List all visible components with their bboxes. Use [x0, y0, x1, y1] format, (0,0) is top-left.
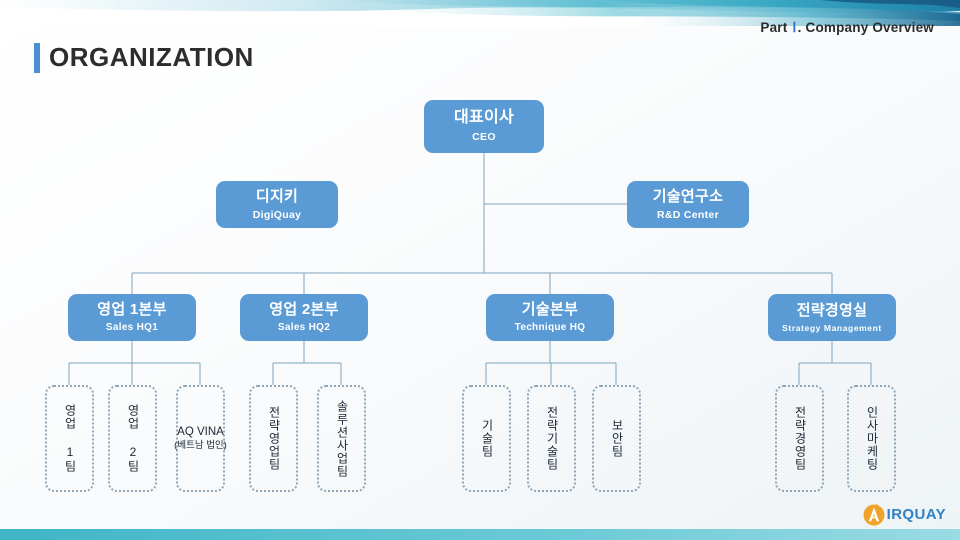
node-team-sales-1[interactable]: 영업 1팀 — [45, 385, 94, 492]
node-team-technique-label: 기술팀 — [480, 419, 495, 458]
node-team-strategic-management[interactable]: 전략경영팀 — [775, 385, 824, 492]
top-banner-decoration — [0, 0, 960, 26]
node-strategy-management-ko: 전략경영실 — [796, 302, 868, 320]
node-strategy-management[interactable]: 전략경영실 Strategy Management — [768, 294, 896, 341]
node-team-hr-marketing[interactable]: 인사마케팅 — [847, 385, 896, 492]
part-label-roman: Ⅰ — [792, 20, 797, 35]
node-rnd-center-ko: 기술연구소 — [652, 187, 724, 205]
airquay-logo-icon — [863, 504, 885, 526]
node-sales-hq1[interactable]: 영업 1본부 Sales HQ1 — [68, 294, 196, 341]
part-label: Part Ⅰ. Company Overview — [760, 20, 934, 36]
airquay-logo-text: IRQUAY — [886, 505, 946, 523]
node-sales-hq1-en: Sales HQ1 — [105, 321, 159, 333]
node-team-strategic-sales[interactable]: 전략영업팀 — [249, 385, 298, 492]
footer-gradient-bar — [0, 529, 960, 540]
airquay-logo: IRQUAY — [862, 502, 946, 526]
node-ceo-en: CEO — [472, 131, 496, 144]
node-team-strategic-technique-label: 전략기술팀 — [545, 406, 560, 471]
node-team-solution-business-label: 솔루션사업팀 — [335, 399, 350, 478]
node-team-aq-vina[interactable]: AQ VINA(베트남 법인) — [174, 385, 227, 492]
node-digiquay-en: DigiQuay — [252, 208, 302, 221]
node-ceo[interactable]: 대표이사 CEO — [424, 100, 544, 153]
node-team-strategic-technique[interactable]: 전략기술팀 — [527, 385, 576, 492]
node-sales-hq2-ko: 영업 2본부 — [269, 301, 339, 319]
page-title: ORGANIZATION — [34, 42, 254, 73]
node-team-hr-marketing-label: 인사마케팅 — [865, 406, 880, 471]
part-label-prefix: Part — [760, 20, 788, 35]
node-sales-hq2-en: Sales HQ2 — [277, 321, 331, 333]
node-team-technique[interactable]: 기술팀 — [462, 385, 511, 492]
node-team-sales-1-label: 영업 1팀 — [63, 404, 78, 473]
node-sales-hq2[interactable]: 영업 2본부 Sales HQ2 — [240, 294, 368, 341]
node-rnd-center-en: R&D Center — [657, 208, 719, 221]
part-label-suffix: . Company Overview — [797, 20, 934, 35]
node-ceo-ko: 대표이사 — [453, 109, 515, 127]
node-team-aq-vina-name: AQ VINA — [177, 425, 224, 438]
node-sales-hq1-ko: 영업 1본부 — [97, 301, 167, 319]
page-title-text: ORGANIZATION — [49, 42, 254, 72]
node-team-solution-business[interactable]: 솔루션사업팀 — [317, 385, 366, 492]
node-strategy-management-en: Strategy Management — [782, 322, 882, 333]
node-technique-hq[interactable]: 기술본부 Technique HQ — [486, 294, 614, 341]
node-team-sales-2[interactable]: 영업 2팀 — [108, 385, 157, 492]
node-team-aq-vina-label: AQ VINA(베트남 법인) — [174, 425, 227, 452]
node-team-sales-2-label: 영업 2팀 — [126, 404, 141, 473]
node-technique-hq-en: Technique HQ — [514, 321, 586, 333]
node-team-security-label: 보안팀 — [610, 419, 625, 458]
node-team-strategic-sales-label: 전략영업팀 — [267, 406, 282, 471]
node-team-strategic-management-label: 전략경영팀 — [793, 406, 808, 471]
node-technique-hq-ko: 기술본부 — [521, 301, 579, 319]
node-digiquay[interactable]: 디지키 DigiQuay — [216, 181, 338, 228]
title-accent-bar — [34, 42, 40, 73]
node-digiquay-ko: 디지키 — [255, 187, 299, 205]
node-rnd-center[interactable]: 기술연구소 R&D Center — [627, 181, 749, 228]
node-team-security[interactable]: 보안팀 — [592, 385, 641, 492]
node-team-aq-vina-sub: (베트남 법인) — [174, 439, 227, 451]
